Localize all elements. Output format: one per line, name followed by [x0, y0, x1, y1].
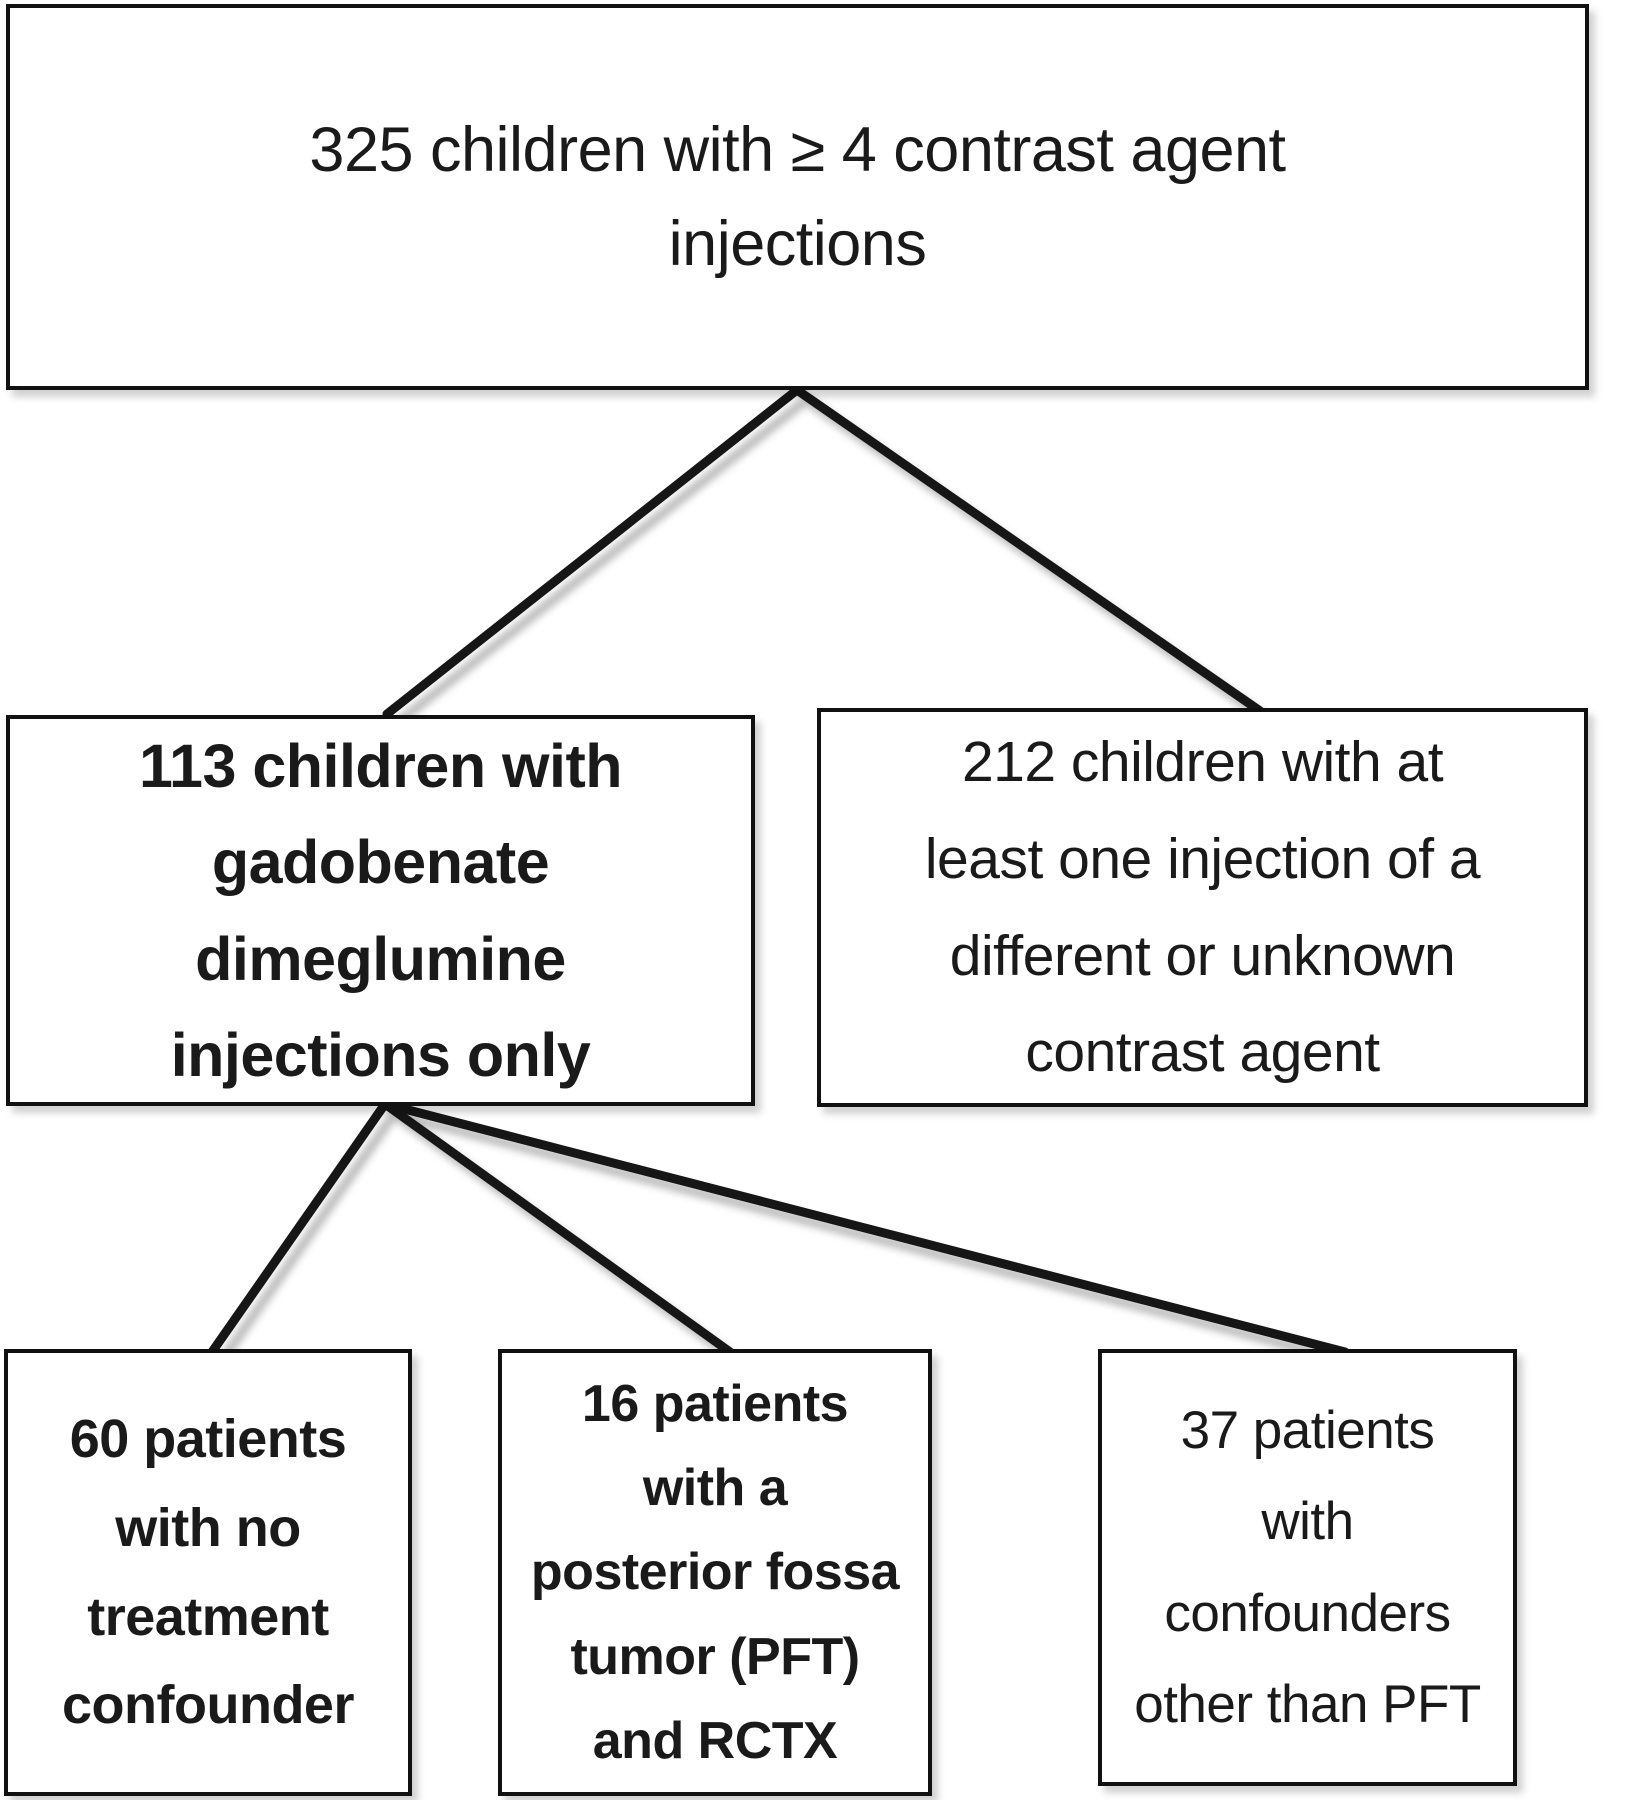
text-line: 113 children with	[138, 731, 623, 800]
connector-gadobenate-to-pft-rctx	[380, 1099, 735, 1357]
connector-gadobenate-to-other-confounders	[380, 1099, 1350, 1357]
text-line: contrast agent	[1025, 1020, 1380, 1085]
node-no-treatment-confounder: 60 patients with no treatment confounder	[4, 1349, 412, 1796]
text-line: 16 patients	[581, 1374, 849, 1433]
text-line: least one injection of a	[924, 826, 1481, 891]
text-line: posterior fossa	[530, 1543, 900, 1602]
node-gadobenate-only: 113 children with gadobenate dimeglumine…	[6, 715, 755, 1106]
text-line: confounder	[62, 1675, 354, 1736]
text-line: 212 children with at	[961, 729, 1444, 794]
text-line: confounders	[1164, 1583, 1451, 1643]
text-line: treatment	[87, 1586, 329, 1647]
text-line: with	[1261, 1492, 1354, 1552]
node-pft-and-rctx: 16 patients with a posterior fossa tumor…	[498, 1349, 932, 1796]
text-line: 325 children with ≥ 4 contrast agent	[309, 114, 1286, 185]
text-line: dimeglumine	[195, 924, 566, 993]
text-line: injections only	[170, 1020, 591, 1089]
text-line: 60 patients	[69, 1409, 347, 1470]
connector-gadobenate-to-no-confounder	[207, 1099, 390, 1357]
text-line: with no	[115, 1497, 301, 1558]
text-line: gadobenate	[211, 828, 550, 897]
node-confounders-other-than-pft: 37 patients with confounders other than …	[1098, 1349, 1517, 1786]
connector-root-to-gadobenate	[382, 385, 802, 719]
connector-root-to-other-agent	[792, 385, 1265, 716]
text-line: and RCTX	[592, 1711, 838, 1770]
text-line: 37 patients	[1180, 1401, 1435, 1461]
node-other-contrast-agent: 212 children with at least one injection…	[817, 708, 1588, 1107]
text-line: other than PFT	[1134, 1674, 1481, 1734]
text-line: with a	[642, 1459, 788, 1518]
node-total-children: 325 children with ≥ 4 contrast agent inj…	[6, 4, 1589, 390]
text-line: injections	[668, 209, 927, 279]
text-line: tumor (PFT)	[570, 1627, 860, 1686]
text-line: different or unknown	[949, 923, 1456, 988]
